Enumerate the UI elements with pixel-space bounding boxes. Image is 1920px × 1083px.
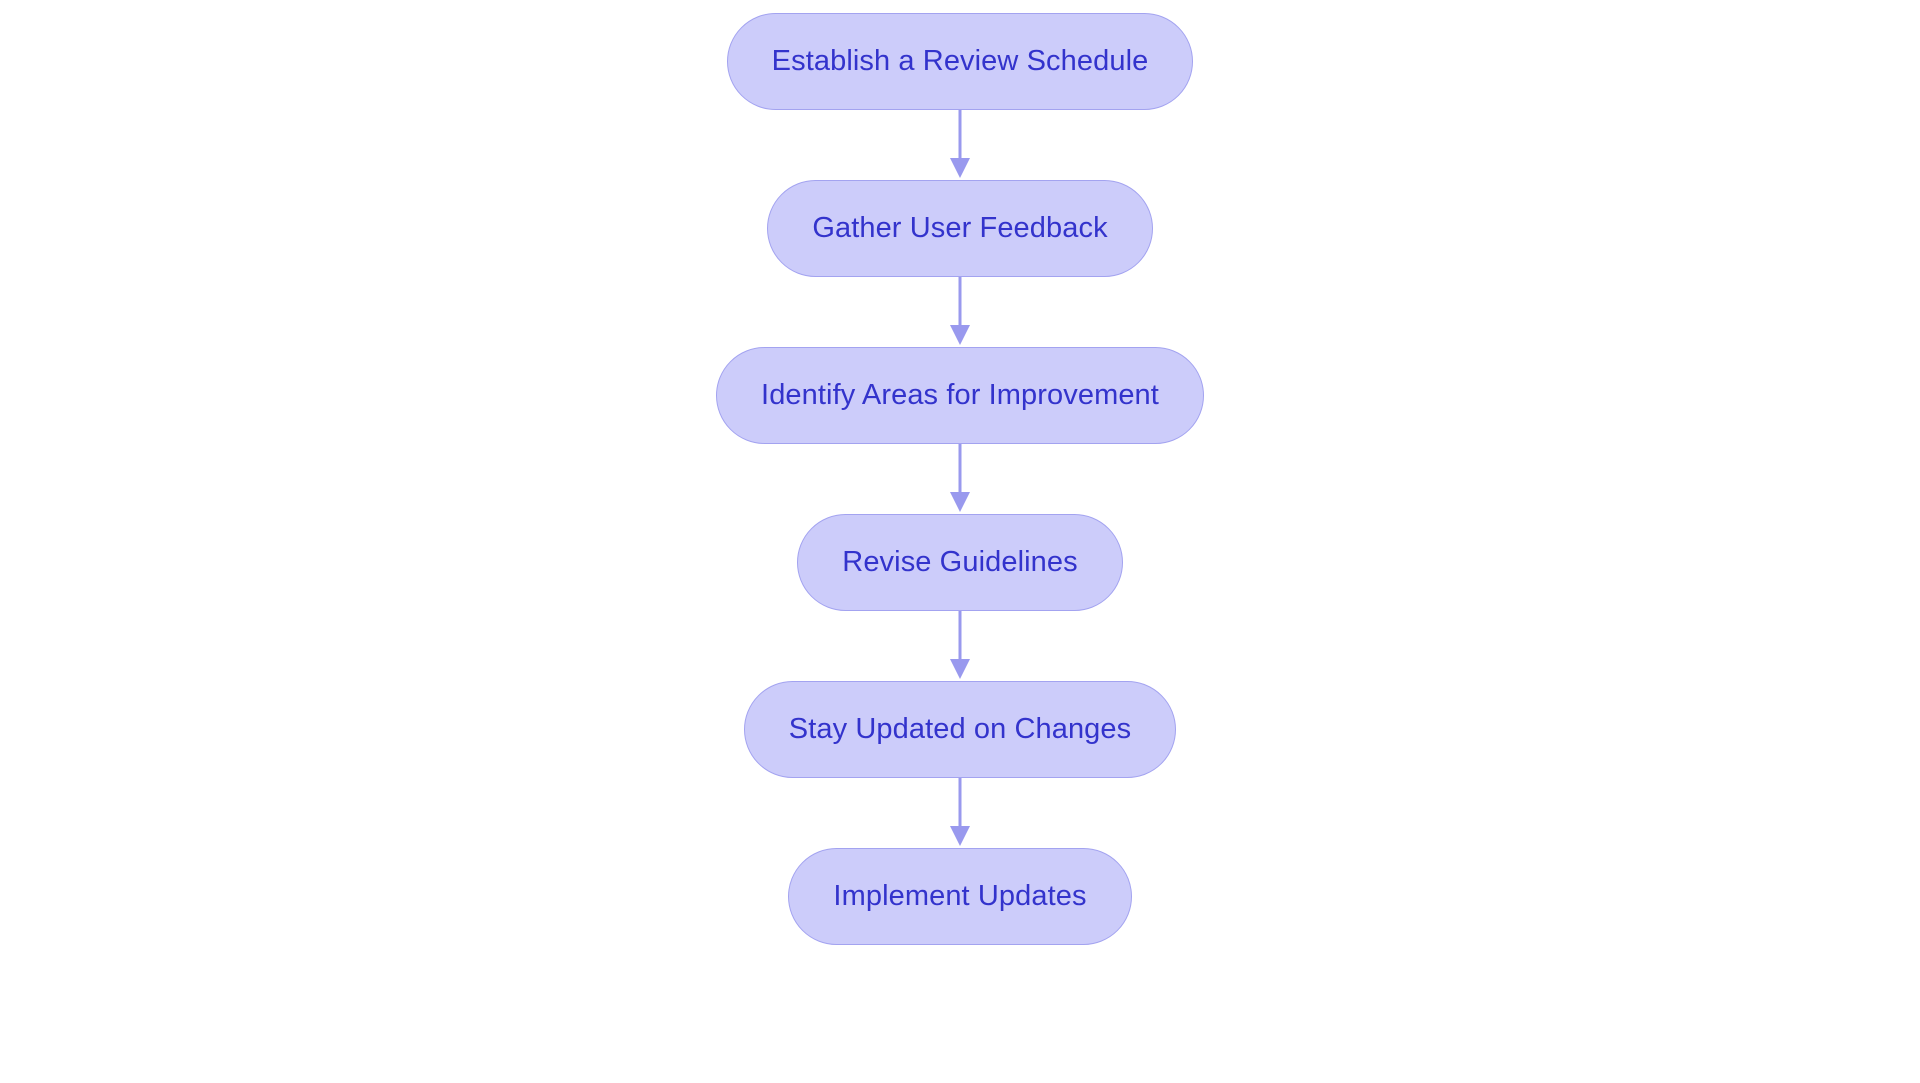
flow-connector-5 <box>950 778 970 846</box>
flow-node-label: Gather User Feedback <box>812 212 1108 244</box>
flow-connector-4 <box>950 611 970 679</box>
flow-node-implement-updates[interactable]: Implement Updates <box>788 848 1132 945</box>
flow-node-label: Revise Guidelines <box>842 546 1078 578</box>
flow-node-label: Stay Updated on Changes <box>788 713 1132 745</box>
flow-node-establish-a-review-schedule[interactable]: Establish a Review Schedule <box>726 13 1194 110</box>
flow-node-label: Identify Areas for Improvement <box>761 379 1159 411</box>
flow-connector-2 <box>950 277 970 345</box>
flow-node-label: Establish a Review Schedule <box>771 45 1149 77</box>
flow-connector-1 <box>950 110 970 178</box>
flow-node-revise-guidelines[interactable]: Revise Guidelines <box>797 514 1123 611</box>
flow-node-stay-updated-on-changes[interactable]: Stay Updated on Changes <box>743 681 1177 778</box>
flow-node-label: Implement Updates <box>833 880 1087 912</box>
flow-node-gather-user-feedback[interactable]: Gather User Feedback <box>767 180 1153 277</box>
flow-connector-3 <box>950 444 970 512</box>
flow-node-identify-areas-for-improvement[interactable]: Identify Areas for Improvement <box>716 347 1204 444</box>
